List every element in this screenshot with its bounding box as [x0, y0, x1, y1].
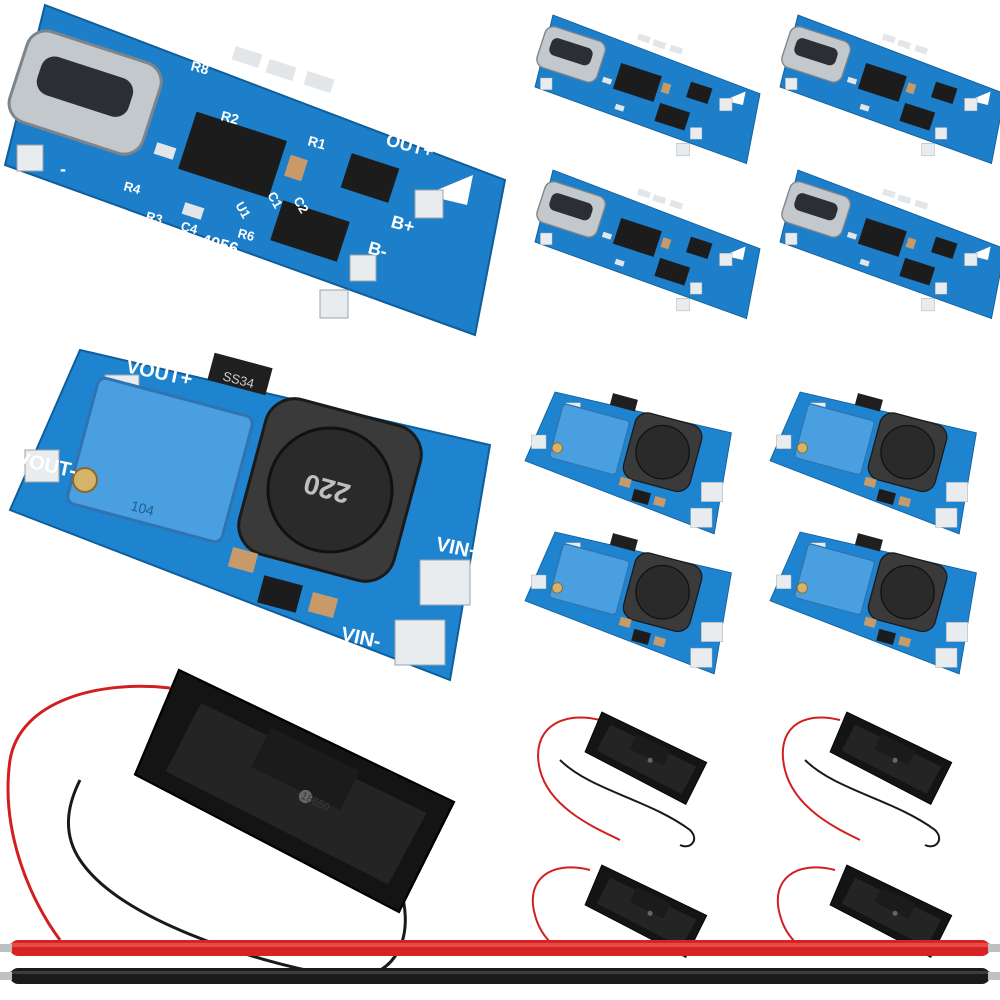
- label-r1: R1: [306, 132, 328, 152]
- boost-board-large: VOUT+ VOUT- VIN+ VIN- 220 SS34 104: [8, 348, 492, 682]
- label-pot-code: 104: [129, 497, 156, 519]
- label-r8: R8: [189, 57, 211, 77]
- label-u1: U1: [232, 199, 253, 221]
- label-plus-mark: +: [175, 37, 184, 54]
- label-r4: R4: [122, 178, 143, 197]
- battery-holder-small-1: [537, 711, 708, 848]
- wire-pair: [0, 940, 1000, 984]
- label-r2: R2: [219, 107, 241, 127]
- battery-holder-large: 18650: [6, 668, 456, 979]
- charger-board-small-4: [778, 169, 1000, 320]
- charger-board-large: OUT+ B+ B- OUT- 4056 R8 + - R2 R1 R4 R3 …: [2, 3, 507, 337]
- charger-board-small-2: [778, 14, 1000, 165]
- boost-board-small-2: [769, 391, 978, 535]
- label-b-minus: B-: [366, 238, 390, 262]
- label-c2: C2: [290, 194, 311, 216]
- boost-board-small-1: [524, 391, 733, 535]
- red-wire: [10, 940, 990, 956]
- boost-board-small-3: [524, 531, 733, 675]
- battery-holder-small-2: [781, 711, 953, 848]
- black-wire: [10, 968, 990, 984]
- label-c4: C4: [179, 218, 200, 237]
- boost-board-small-4: [769, 531, 978, 675]
- charger-board-small-1: [533, 14, 761, 165]
- label-r3: R3: [144, 208, 164, 227]
- label-r6: R6: [236, 225, 256, 244]
- label-minus-mark: -: [60, 159, 66, 179]
- label-c1: C1: [264, 189, 285, 211]
- charger-board-small-3: [533, 169, 761, 320]
